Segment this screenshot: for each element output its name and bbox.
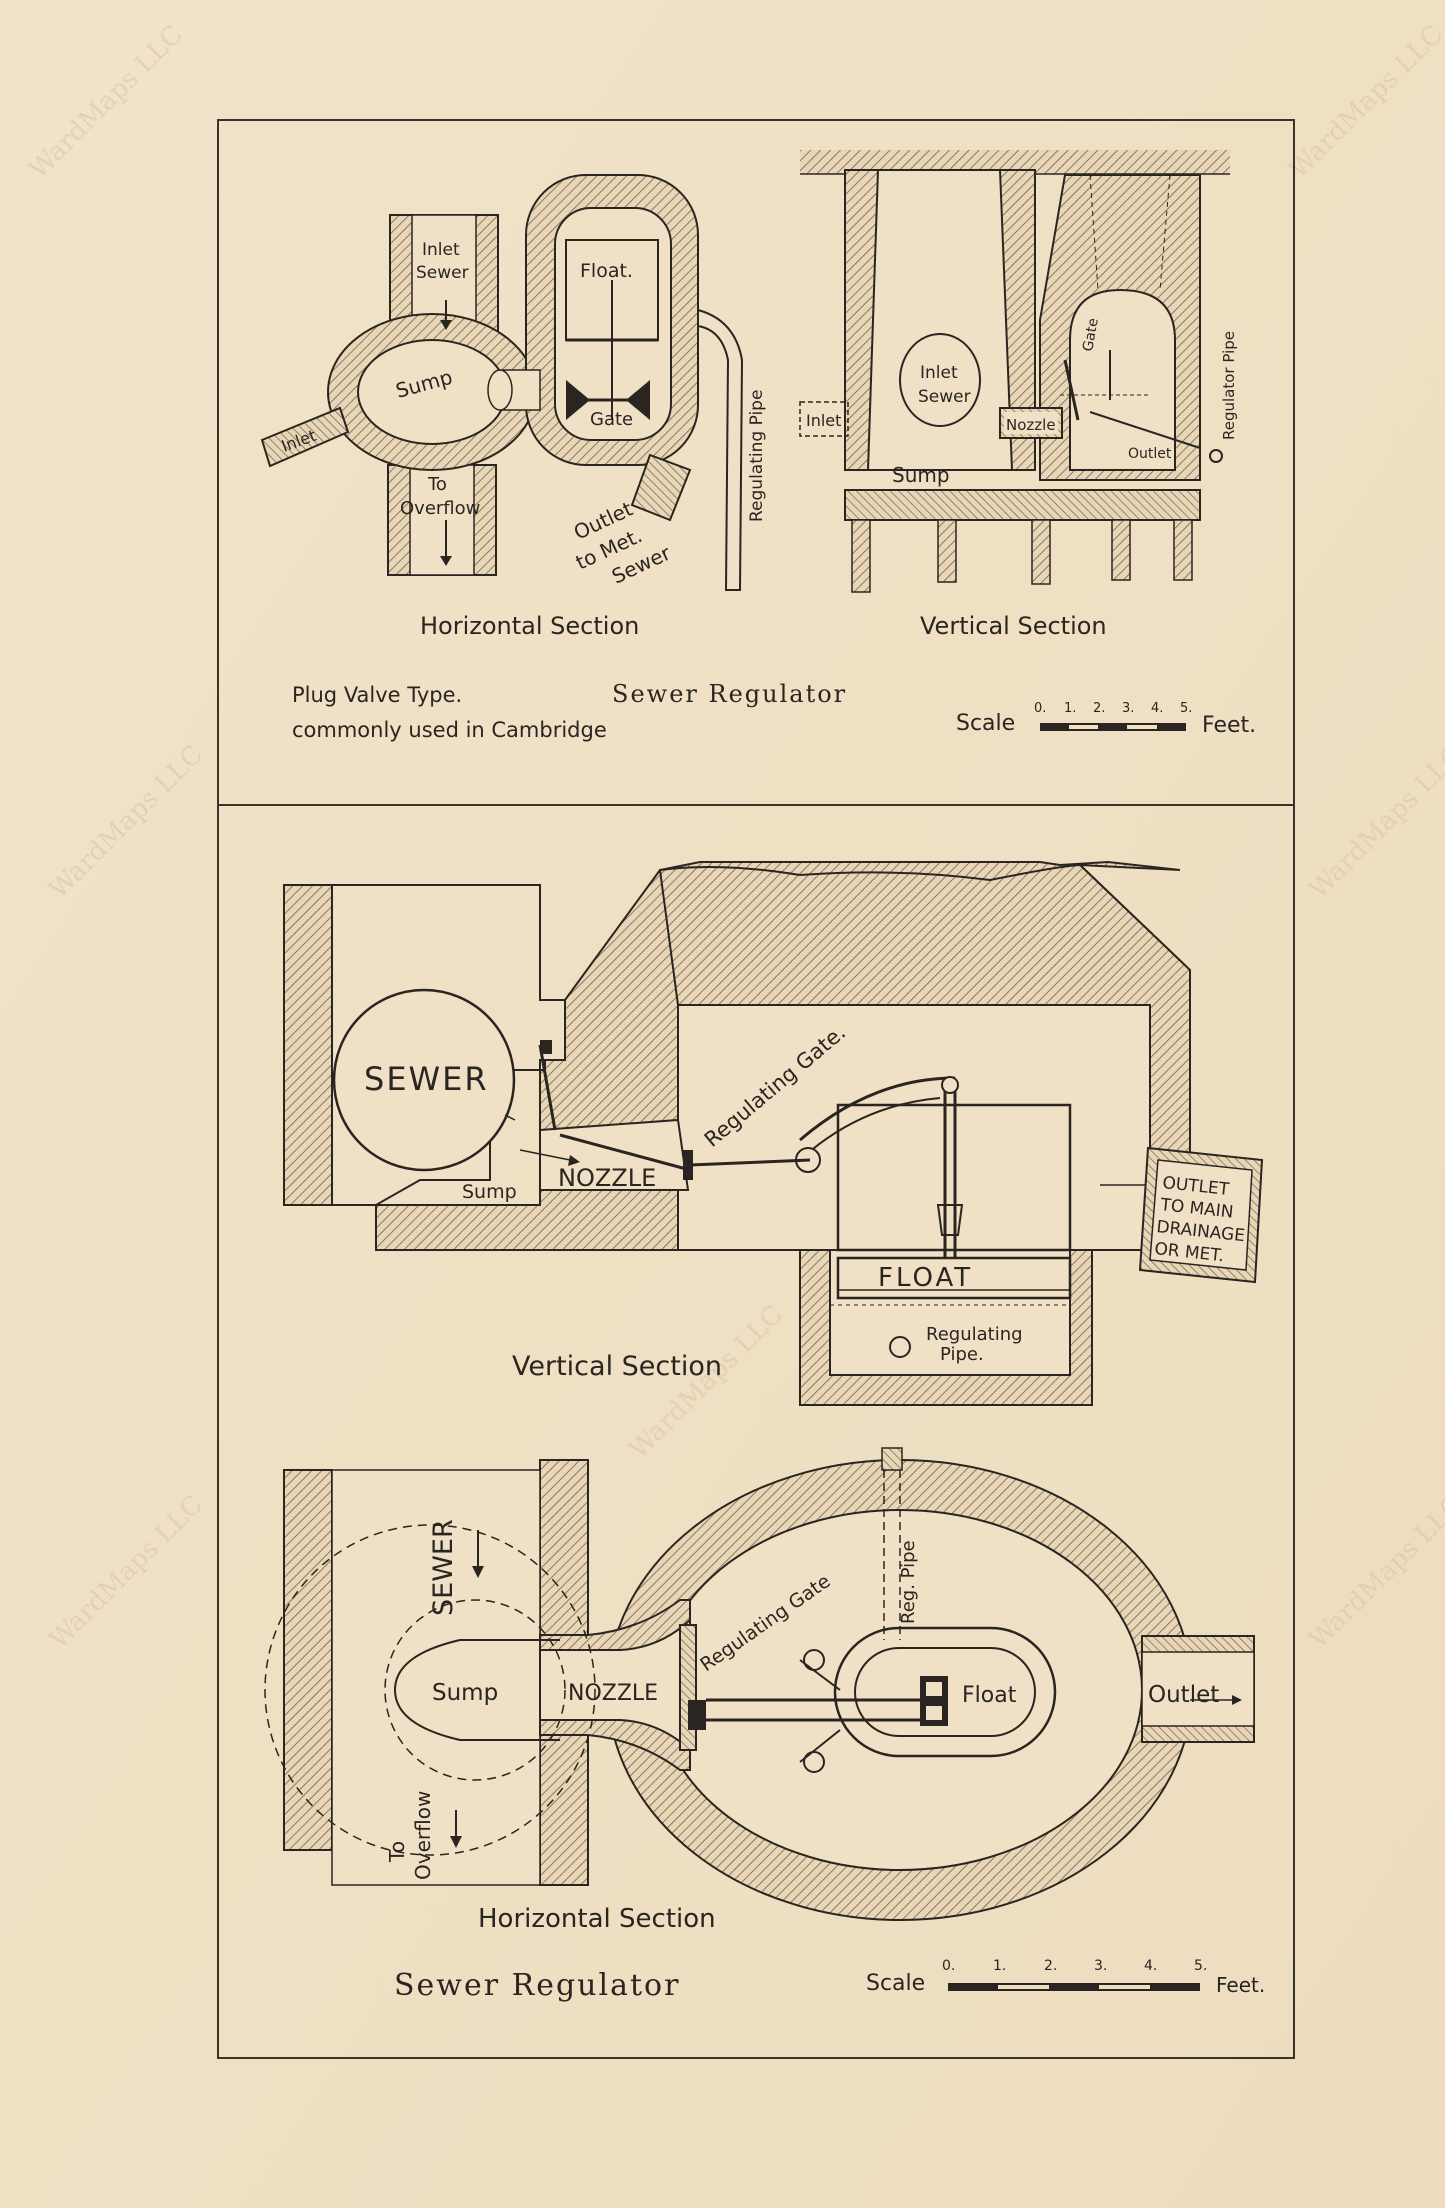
scale-tick: 4. (1151, 701, 1163, 716)
label-sump: Sump (892, 463, 950, 487)
scale-tick: 3. (1122, 701, 1134, 716)
caption-vertical-section: Vertical Section (512, 1351, 722, 1382)
top-horizontal-section: Inlet Sewer Float. Sump Inlet Gate To Ov… (260, 174, 767, 640)
top-vertical-section: Inlet Sewer Inlet Nozzle Gate Sump Outle… (799, 150, 1238, 640)
scale-tick: 2. (1093, 701, 1105, 716)
caption-vertical-section: Vertical Section (920, 612, 1107, 640)
scale-tick: 5. (1180, 701, 1192, 716)
caption-horizontal-section: Horizontal Section (420, 612, 639, 640)
label-sewer: SEWER (364, 1060, 489, 1098)
label-inlet-sewer: Sewer (918, 387, 971, 407)
bottom-horizontal-section: SEWER Sump NOZZLE To Overflow Regulating… (264, 1447, 1255, 2003)
label-float: Float. (580, 260, 633, 282)
label-inlet-sewer: Sewer (416, 263, 469, 283)
scale-tick: 3. (1094, 1958, 1107, 1974)
label-to-overflow: Overflow (400, 498, 480, 519)
caption-horizontal-section: Horizontal Section (478, 1904, 716, 1934)
label-gate: Gate (590, 409, 633, 430)
label-reg-pipe: Reg. Pipe (898, 1540, 919, 1624)
scale-label: Scale (956, 711, 1015, 736)
label-regulating-pipe: Regulating Pipe (747, 390, 767, 522)
label-regulating-pipe: Regulating (926, 1324, 1023, 1345)
label-outlet: Outlet (1128, 446, 1172, 462)
bottom-scale: Scale 0. 1. 2. 3. 4. 5. Feet. (866, 1958, 1265, 1997)
scale-tick: 0. (942, 1958, 955, 1974)
top-plate-title: Sewer Regulator (612, 680, 847, 708)
label-inlet: Inlet (806, 411, 841, 430)
label-outlet: Outlet (1148, 1682, 1219, 1708)
label-float: FLOAT (878, 1263, 973, 1293)
scale-bar (1040, 723, 1186, 731)
scale-tick: 1. (993, 1958, 1006, 1974)
label-inlet-sewer: Inlet (422, 240, 460, 260)
label-to-overflow: To (385, 1841, 409, 1863)
label-to-overflow: To (427, 474, 447, 495)
plate-frame (217, 119, 1295, 2059)
bottom-plate-title: Sewer Regulator (394, 1968, 680, 2003)
scale-unit: Feet. (1216, 1973, 1265, 1997)
scale-tick: 2. (1044, 1958, 1057, 1974)
scale-tick: 5. (1194, 1958, 1207, 1974)
label-nozzle: NOZZLE (558, 1164, 656, 1192)
label-regulating-pipe: Pipe. (940, 1344, 984, 1365)
scale-tick: 1. (1064, 701, 1076, 716)
note-commonly-used: commonly used in Cambridge (292, 718, 607, 742)
label-sewer: SEWER (428, 1519, 459, 1616)
scale-unit: Feet. (1202, 713, 1256, 738)
note-plug-valve-type: Plug Valve Type. (292, 683, 462, 707)
scale-tick: 0. (1034, 701, 1046, 716)
middle-vertical-section: SEWER Sump NOZZLE Regulating Gate. FLOAT… (283, 860, 1264, 1406)
scale-label: Scale (866, 1971, 925, 1996)
label-gate: Gate (1080, 317, 1102, 353)
label-inlet-sewer: Inlet (920, 363, 958, 383)
label-sump: Sump (462, 1181, 517, 1203)
scale-tick: 4. (1144, 1958, 1157, 1974)
scale-bar (948, 1983, 1200, 1991)
label-sump: Sump (432, 1680, 498, 1706)
label-nozzle: NOZZLE (568, 1681, 658, 1706)
label-float: Float (962, 1683, 1017, 1708)
top-plate-legend: Plug Valve Type. commonly used in Cambri… (292, 680, 1256, 742)
label-regulator-pipe: Regulator Pipe (1220, 331, 1238, 440)
label-to-overflow: Overflow (411, 1791, 435, 1880)
label-nozzle: Nozzle (1006, 416, 1056, 434)
